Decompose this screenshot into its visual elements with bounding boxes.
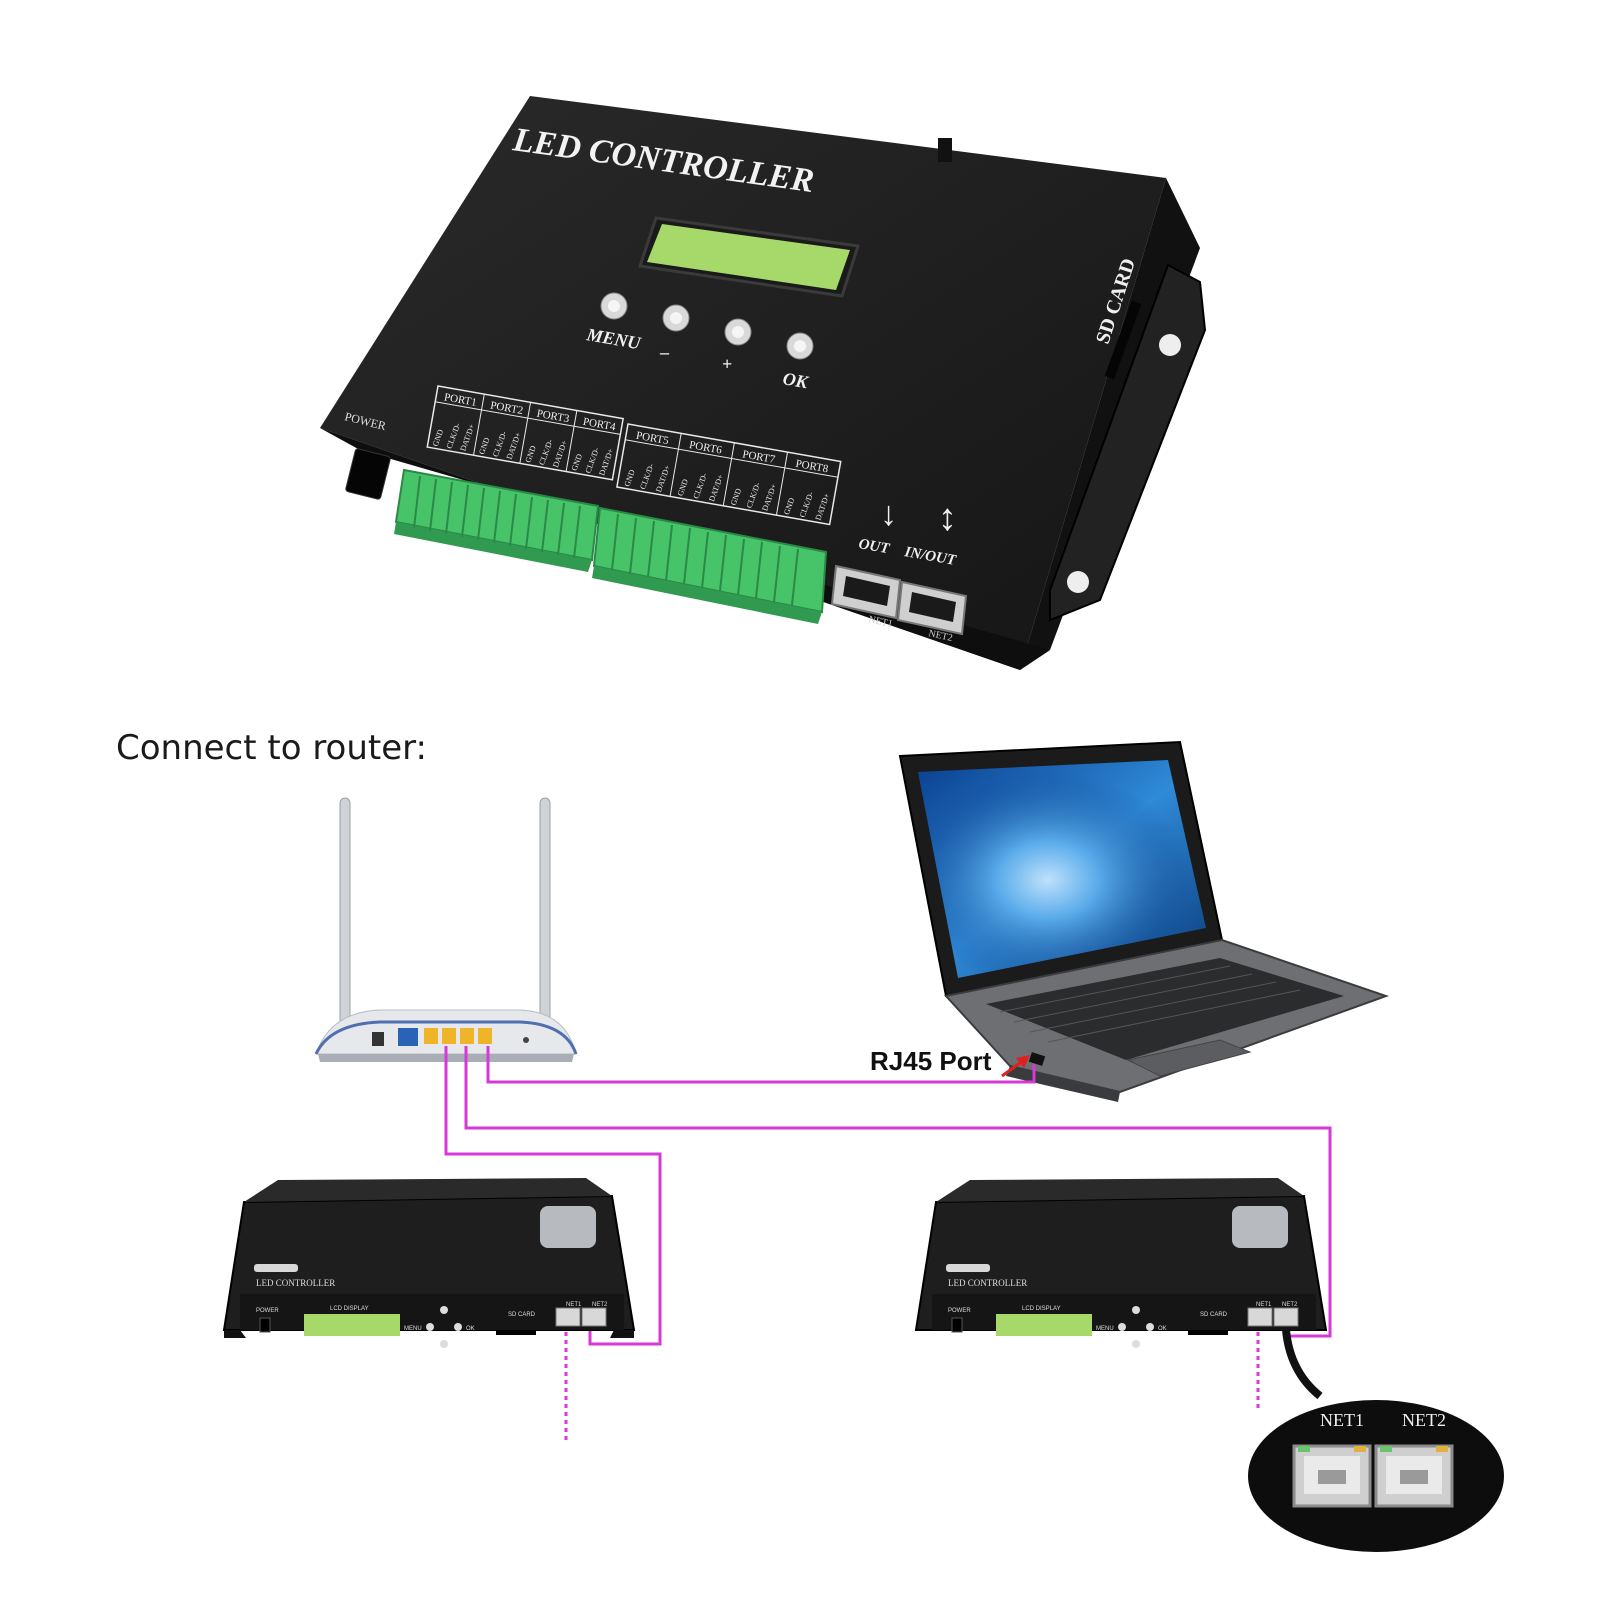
button-plus[interactable]: + xyxy=(722,318,752,374)
sd-slot xyxy=(1104,300,1142,380)
router-antenna-left xyxy=(339,797,351,1035)
small-sdcard-label: SD CARD xyxy=(1200,1312,1228,1318)
small-lcd-screen xyxy=(996,1314,1092,1336)
small-menu-label: MENU xyxy=(1096,1326,1114,1332)
small-button[interactable] xyxy=(1118,1323,1126,1331)
laptop-keyboard xyxy=(986,958,1344,1060)
net2-port[interactable] xyxy=(896,580,968,636)
laptop xyxy=(898,740,1390,1102)
port-label: PORT3 xyxy=(536,408,571,426)
router-lan-port[interactable] xyxy=(478,1028,492,1044)
small-controller-title: LED CONTROLLER xyxy=(948,1278,1027,1288)
cable-router-to-left-controller xyxy=(444,1046,662,1346)
router-antenna-right xyxy=(539,797,551,1035)
net1-label: NET1 xyxy=(867,614,893,630)
port-label: PORT8 xyxy=(795,458,830,476)
small-lcd-label: LCD DISPLAY xyxy=(330,1306,369,1312)
router-lan-port[interactable] xyxy=(460,1028,474,1044)
power-switch[interactable] xyxy=(345,448,391,500)
sticker-label xyxy=(540,1206,596,1248)
zoom-net2-port[interactable] xyxy=(1374,1444,1454,1508)
out-label: OUT xyxy=(857,536,891,557)
connector-nub xyxy=(938,138,952,162)
laptop-touchpad xyxy=(1126,1039,1252,1077)
port-label: PORT5 xyxy=(635,430,670,448)
rj45-arrow-icon xyxy=(1001,1055,1030,1078)
lcd-screen xyxy=(647,224,850,290)
small-net2-port[interactable] xyxy=(1273,1307,1299,1327)
zoom-net1-port[interactable] xyxy=(1292,1444,1372,1508)
sticker-label xyxy=(1232,1206,1288,1248)
small-lcd-screen xyxy=(304,1314,400,1336)
small-lcd-label: LCD DISPLAY xyxy=(1022,1306,1061,1312)
button-ok[interactable]: OK xyxy=(781,332,814,393)
small-button[interactable] xyxy=(1132,1306,1140,1314)
small-button[interactable] xyxy=(454,1323,462,1331)
zoom-net1-label: NET1 xyxy=(1320,1410,1364,1430)
small-power-label: POWER xyxy=(948,1308,971,1314)
button-ok-label: OK xyxy=(781,368,811,392)
terminal-screws xyxy=(413,475,799,606)
router-lan-port[interactable] xyxy=(442,1028,456,1044)
cable-router-to-laptop xyxy=(486,1046,1036,1084)
router-power-jack xyxy=(372,1032,384,1046)
net-ports-zoom: NET1 NET2 xyxy=(1248,1400,1504,1552)
port-label: PORT6 xyxy=(688,439,723,457)
mount-hole-icon xyxy=(1067,571,1089,593)
small-net2-label: NET2 xyxy=(592,1302,608,1308)
router-caption: Connect to router: xyxy=(116,728,427,768)
small-button[interactable] xyxy=(440,1340,448,1348)
port-label: PORT2 xyxy=(489,399,524,417)
port-label: PORT7 xyxy=(741,448,776,466)
controller-top-face xyxy=(320,96,1166,670)
port-label: PORT1 xyxy=(443,391,478,409)
small-sd-slot xyxy=(1188,1330,1228,1335)
small-controller-right: LED CONTROLLER POWER LCD DISPLAY MENU OK… xyxy=(914,1178,1328,1348)
arrow-down-icon: ↓ xyxy=(880,495,897,533)
small-net1-label: NET1 xyxy=(566,1302,582,1308)
mount-hole-icon xyxy=(1159,334,1181,356)
router-wan-port[interactable] xyxy=(398,1028,418,1046)
button-plus-label: + xyxy=(722,354,732,374)
small-power-label: POWER xyxy=(256,1308,279,1314)
small-menu-label: MENU xyxy=(404,1326,422,1332)
net2-label: NET2 xyxy=(927,628,953,644)
small-power-switch[interactable] xyxy=(259,1317,271,1333)
small-controller-left: LED CONTROLLER POWER LCD DISPLAY MENU OK… xyxy=(222,1178,636,1348)
small-button[interactable] xyxy=(426,1323,434,1331)
small-sd-slot xyxy=(496,1330,536,1335)
brand-badge xyxy=(254,1264,298,1272)
small-controller-title: LED CONTROLLER xyxy=(256,1278,335,1288)
small-net1-port[interactable] xyxy=(1247,1307,1273,1327)
button-minus[interactable]: – xyxy=(659,304,690,362)
small-net1-label: NET1 xyxy=(1256,1302,1272,1308)
arrow-updown-icon: ↕ xyxy=(938,497,957,539)
small-button[interactable] xyxy=(1132,1340,1140,1348)
zoom-pointer xyxy=(1282,1329,1323,1400)
small-net2-port[interactable] xyxy=(581,1307,607,1327)
laptop-rj45-port[interactable] xyxy=(1028,1052,1046,1066)
net1-port[interactable] xyxy=(830,564,902,620)
router xyxy=(314,797,578,1062)
zoom-net2-label: NET2 xyxy=(1402,1410,1446,1430)
router-reset-icon xyxy=(523,1037,529,1043)
small-button[interactable] xyxy=(1146,1323,1154,1331)
small-button[interactable] xyxy=(440,1306,448,1314)
router-lan-port[interactable] xyxy=(424,1028,438,1044)
small-net1-port[interactable] xyxy=(555,1307,581,1327)
led-controller-main: LED CONTROLLER SD CARD POWER MENU – + OK xyxy=(320,96,1207,670)
button-minus-label: – xyxy=(659,342,670,362)
small-ok-label: OK xyxy=(466,1326,475,1332)
port-label: PORT4 xyxy=(582,416,617,434)
small-sdcard-label: SD CARD xyxy=(508,1312,536,1318)
brand-badge xyxy=(946,1264,990,1272)
small-net2-label: NET2 xyxy=(1282,1302,1298,1308)
small-power-switch[interactable] xyxy=(951,1317,963,1333)
small-ok-label: OK xyxy=(1158,1326,1167,1332)
rj45-port-label: RJ45 Port xyxy=(870,1046,992,1076)
